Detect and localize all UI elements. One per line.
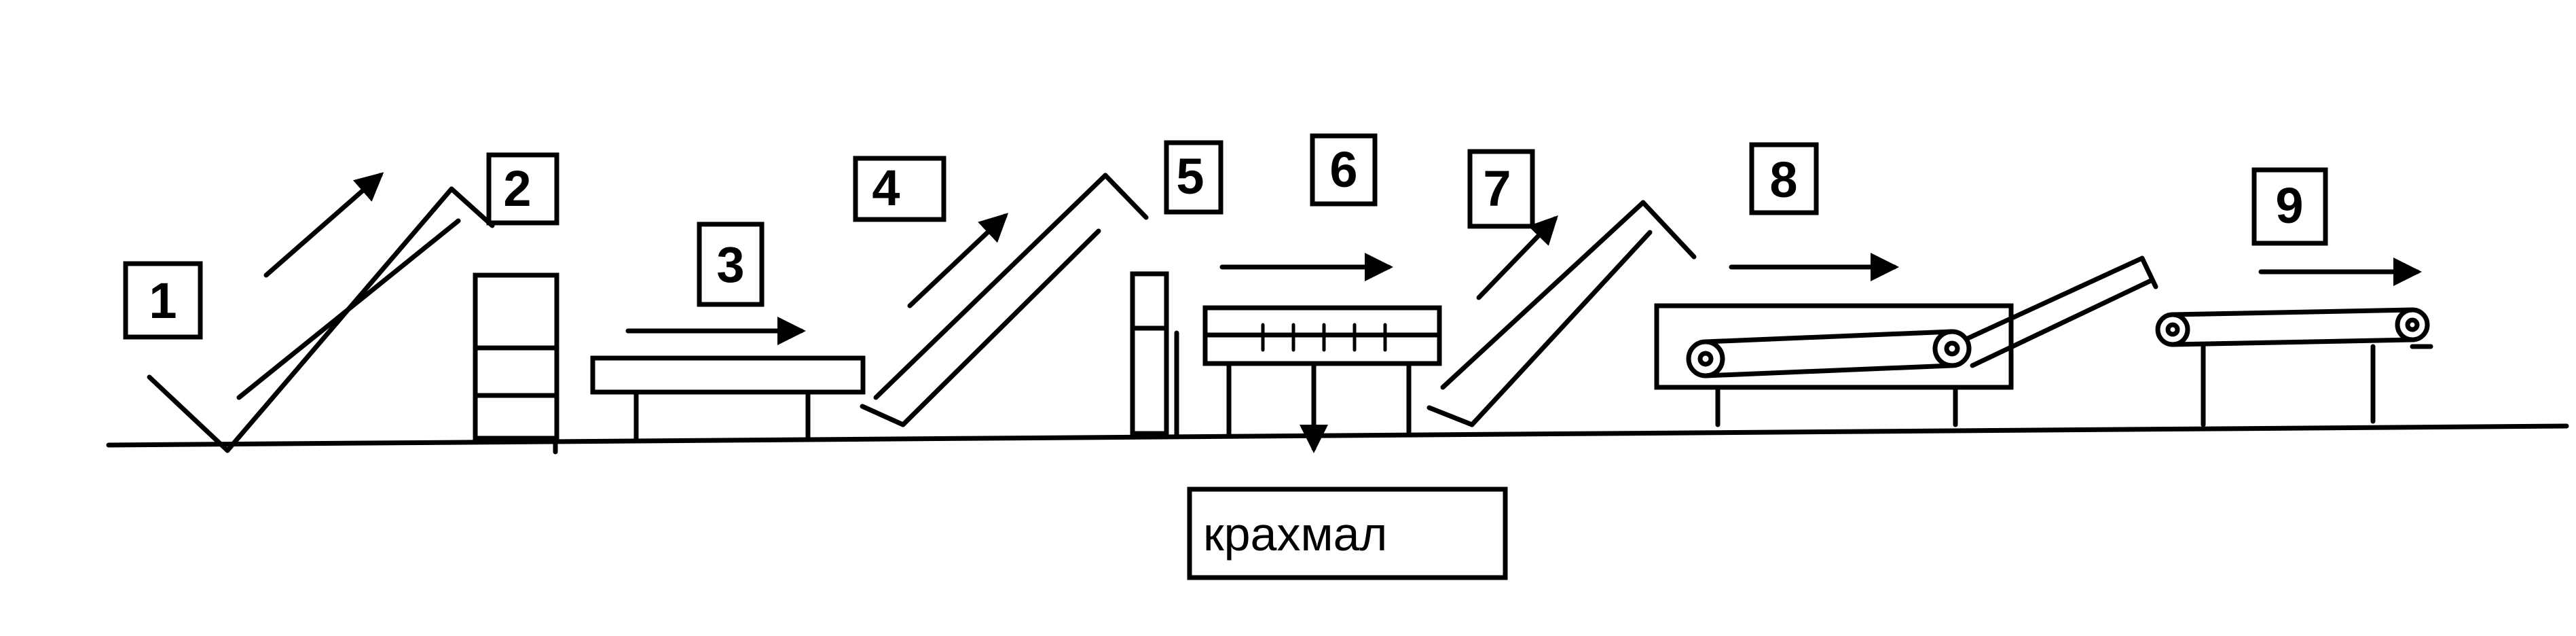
unit-9 xyxy=(2155,307,2433,427)
label-box-7: 7 xyxy=(1467,149,1535,229)
output-label: крахмал xyxy=(1203,508,1387,561)
flow-arrow-7 xyxy=(1476,215,1558,300)
label-6: 6 xyxy=(1329,141,1357,198)
label-box-4: 4 xyxy=(853,156,946,222)
label-7: 7 xyxy=(1483,160,1511,217)
output-label-box: крахмал xyxy=(1187,487,1508,580)
unit-6 xyxy=(1202,305,1442,438)
label-box-3: 3 xyxy=(697,222,765,307)
label-1: 1 xyxy=(149,272,177,329)
label-5: 5 xyxy=(1176,148,1204,205)
inclined-elevator-7 xyxy=(1427,200,1697,427)
inclined-elevator-1 xyxy=(147,186,495,453)
unit-3 xyxy=(590,355,866,443)
flow-arrow-4 xyxy=(907,213,1009,308)
label-box-6: 6 xyxy=(1310,133,1378,207)
label-box-1: 1 xyxy=(123,261,203,340)
label-9: 9 xyxy=(2275,177,2303,234)
unit-5 xyxy=(1130,271,1179,438)
label-2: 2 xyxy=(503,160,531,217)
label-box-9: 9 xyxy=(2251,167,2328,246)
unit-2 xyxy=(473,272,559,455)
label-3: 3 xyxy=(716,236,744,293)
label-box-8: 8 xyxy=(1749,142,1819,215)
inclined-elevator-4 xyxy=(860,173,1149,427)
label-box-5: 5 xyxy=(1164,140,1223,215)
label-box-2: 2 xyxy=(486,152,559,226)
label-4: 4 xyxy=(872,160,900,216)
flow-arrow-1 xyxy=(263,172,384,278)
unit-8 xyxy=(1654,255,2158,427)
label-8: 8 xyxy=(1769,152,1797,208)
floor-line xyxy=(106,423,2569,448)
